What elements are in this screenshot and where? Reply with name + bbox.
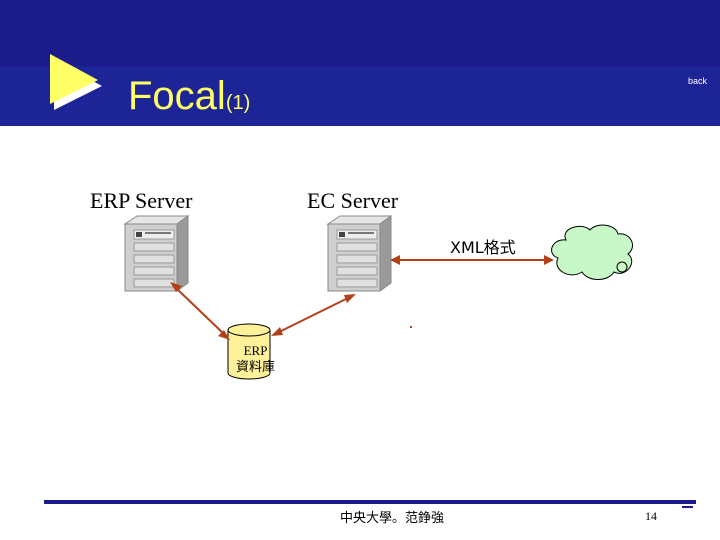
back-link[interactable]: back	[688, 76, 708, 86]
play-triangle-icon	[50, 54, 102, 110]
db-label-line1: ERP	[243, 343, 268, 358]
erp-server-icon	[123, 215, 190, 292]
page-number: 14	[645, 509, 657, 523]
db-label-line2: 資料庫	[236, 360, 276, 375]
title-main: Focal	[128, 74, 226, 118]
slide-title: Focal(1)	[128, 74, 250, 125]
arrow-ec-server-to-cloud	[390, 255, 554, 265]
erp-database-icon	[227, 323, 271, 380]
xml-format-label: XML格式	[450, 238, 516, 257]
cloud-icon	[551, 224, 633, 280]
ec-server-label: EC Server	[307, 188, 399, 213]
footer-mark	[682, 506, 693, 508]
title-band	[0, 66, 720, 126]
ec-server-icon	[326, 215, 393, 292]
erp-database-label: ERP 資料庫	[236, 342, 275, 376]
footer-line	[44, 500, 696, 504]
footer-credit: 中央大學。范錚強	[340, 511, 445, 526]
erp-server-label: ERP Server	[90, 188, 193, 213]
arrow-database-to-ec-server	[271, 294, 356, 336]
arrow-erp-server-to-database	[170, 282, 230, 340]
title-suffix: (1)	[225, 92, 251, 114]
stray-dot	[410, 326, 412, 328]
